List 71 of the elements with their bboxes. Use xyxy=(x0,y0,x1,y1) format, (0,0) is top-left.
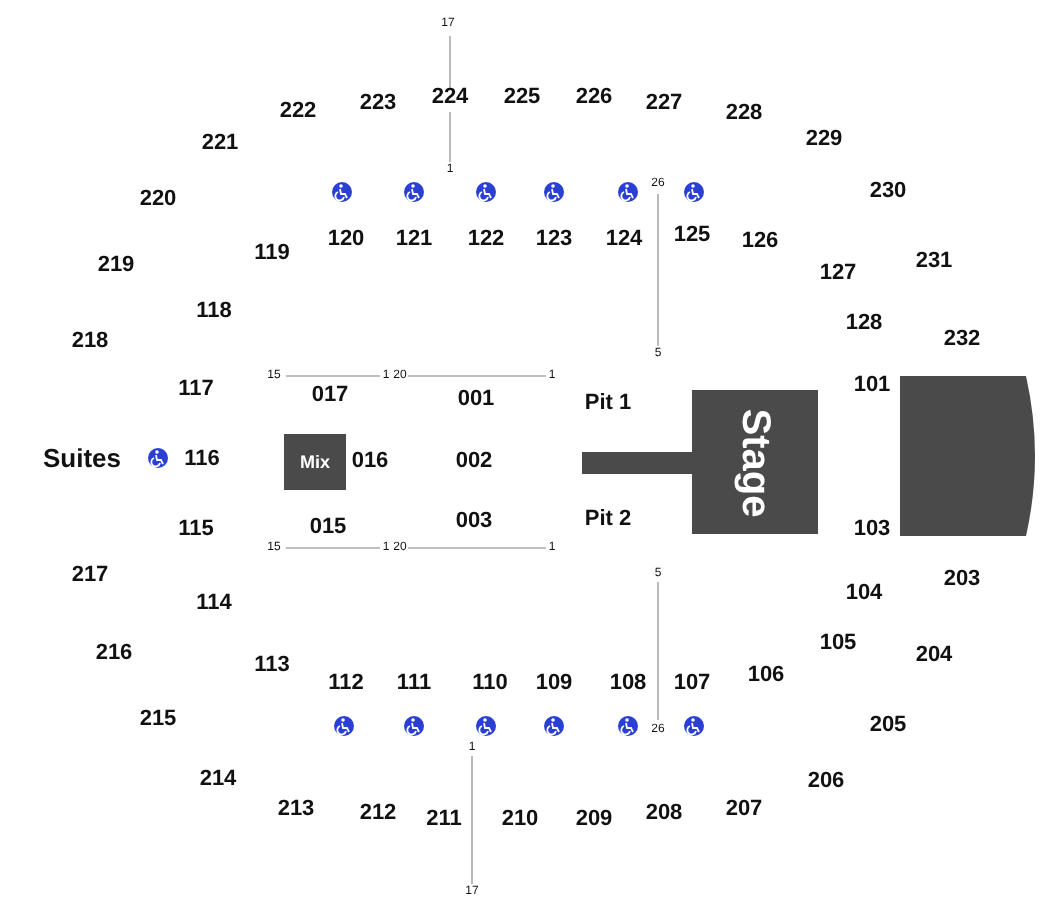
section-label: 228 xyxy=(725,103,763,125)
section-label: 224 xyxy=(431,87,469,109)
section-label: 204 xyxy=(915,645,953,667)
section-label: 214 xyxy=(199,769,237,791)
section-label: 119 xyxy=(254,243,290,265)
section-label: 232 xyxy=(943,329,981,351)
section-label: 212 xyxy=(359,803,397,825)
mix-position-box xyxy=(284,434,346,490)
section-label: 230 xyxy=(869,181,907,203)
section-label: 118 xyxy=(196,301,232,323)
section-label: 015 xyxy=(309,517,347,539)
section-label: 127 xyxy=(819,263,857,285)
section-label: 209 xyxy=(575,809,613,831)
section-label: 002 xyxy=(455,451,493,473)
section-label: 122 xyxy=(467,229,505,251)
section-label: 117 xyxy=(178,379,214,401)
section-label: 205 xyxy=(869,715,907,737)
section-label: 016 xyxy=(351,451,389,473)
section-label: 108 xyxy=(609,673,647,695)
section-label: 225 xyxy=(503,87,541,109)
section-label: 222 xyxy=(279,101,317,123)
section-label: 113 xyxy=(254,655,290,677)
section-label: 215 xyxy=(139,709,177,731)
section-label: 110 xyxy=(472,673,508,695)
section-label: 219 xyxy=(97,255,135,277)
section-label: 109 xyxy=(535,673,573,695)
stage-block xyxy=(692,390,818,534)
section-label: 114 xyxy=(196,593,232,615)
section-label: 218 xyxy=(71,331,109,353)
section-label: 106 xyxy=(747,665,785,687)
section-label: 221 xyxy=(201,133,239,155)
section-label: 231 xyxy=(915,251,953,273)
section-label: 115 xyxy=(178,519,214,541)
section-label: Suites xyxy=(43,445,121,471)
section-label: 103 xyxy=(853,519,891,541)
section-label: 001 xyxy=(457,389,495,411)
section-label: 216 xyxy=(95,643,133,665)
section-label: Pit 2 xyxy=(584,509,632,531)
area-label: Mix xyxy=(299,452,330,472)
section-label: 125 xyxy=(673,225,711,247)
section-label: 105 xyxy=(819,633,857,655)
section-label: 104 xyxy=(845,583,883,605)
floor-block xyxy=(900,376,1036,536)
section-label: 211 xyxy=(426,809,462,831)
section-label: 208 xyxy=(645,803,683,825)
section-label: 128 xyxy=(845,313,883,335)
area-label: Stage xyxy=(732,407,778,517)
section-label: 229 xyxy=(805,129,843,151)
section-label: 003 xyxy=(455,511,493,533)
section-label: 227 xyxy=(645,93,683,115)
section-label: 126 xyxy=(741,231,779,253)
section-label: 213 xyxy=(277,799,315,821)
section-label: 217 xyxy=(71,565,109,587)
section-label: 207 xyxy=(725,799,763,821)
section-label: 017 xyxy=(311,385,349,407)
section-label: 203 xyxy=(943,569,981,591)
section-label: 206 xyxy=(807,771,845,793)
section-label: Pit 1 xyxy=(584,393,632,415)
section-label: 123 xyxy=(535,229,573,251)
section-label: 226 xyxy=(575,87,613,109)
section-label: 120 xyxy=(327,229,365,251)
section-label: 210 xyxy=(501,809,539,831)
section-label: 124 xyxy=(605,229,643,251)
section-label: 107 xyxy=(673,673,711,695)
section-label: 101 xyxy=(853,375,891,397)
section-label: 111 xyxy=(396,673,432,695)
section-label: 223 xyxy=(359,93,397,115)
section-label: 220 xyxy=(139,189,177,211)
section-label: 112 xyxy=(328,673,364,695)
section-label: 116 xyxy=(184,449,220,471)
section-label: 121 xyxy=(395,229,433,251)
